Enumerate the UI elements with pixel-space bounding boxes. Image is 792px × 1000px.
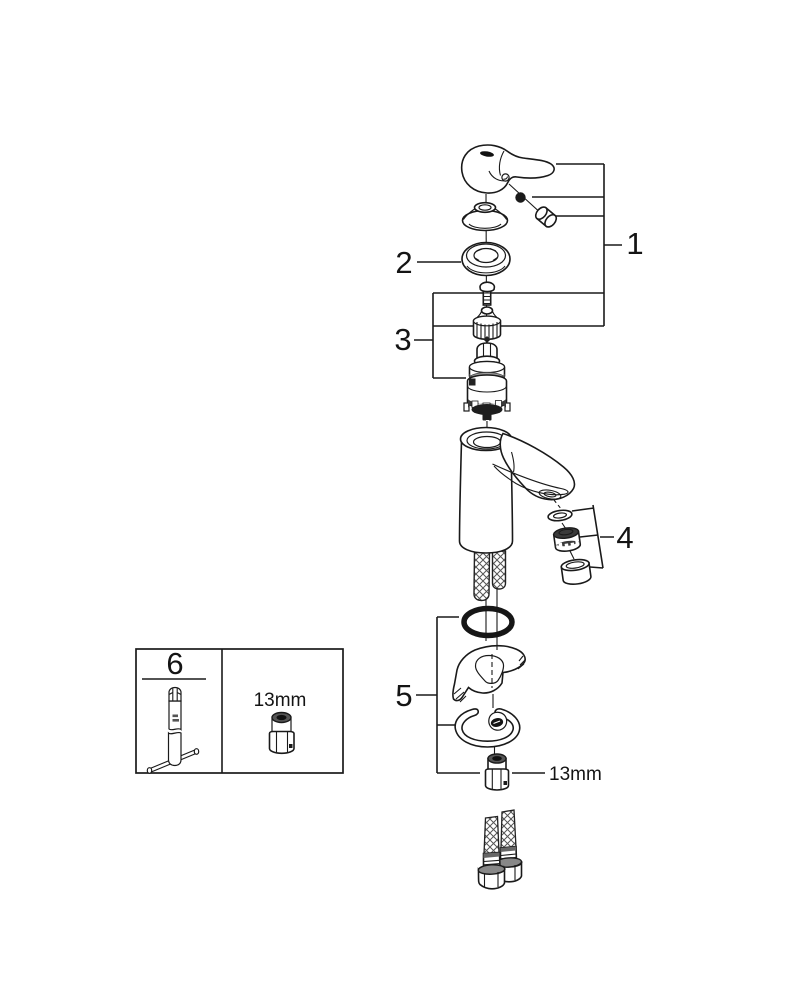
part-set-screw bbox=[515, 192, 526, 203]
part-retaining-ring bbox=[461, 241, 511, 277]
callout-1-label: 1 bbox=[626, 226, 643, 261]
part-cartridge bbox=[463, 335, 511, 421]
part-mounting-nut bbox=[484, 753, 510, 791]
callout-6-label: 6 bbox=[166, 646, 183, 681]
part-lever-handle bbox=[460, 144, 555, 194]
part-aerator-washer bbox=[547, 509, 573, 522]
part-socket-nut bbox=[268, 711, 295, 755]
part-faucet-body bbox=[458, 426, 576, 554]
part-hose-connector-left bbox=[477, 815, 506, 890]
callout-5-label: 5 bbox=[395, 678, 412, 713]
leader-bracket-1 bbox=[532, 163, 622, 326]
callout-2-label: 2 bbox=[395, 245, 412, 280]
part-supply-hoses bbox=[473, 550, 507, 602]
callout-3-label: 3 bbox=[394, 322, 411, 357]
part-o-ring bbox=[461, 605, 515, 639]
part-socket-tool bbox=[146, 686, 200, 774]
wrench-size-callout-label: 13mm bbox=[549, 764, 602, 785]
part-aerator-insert bbox=[552, 527, 582, 552]
wrench-size-box-label: 13mm bbox=[254, 690, 307, 711]
part-fixing-screw bbox=[479, 281, 496, 306]
leader-bracket-4 bbox=[571, 504, 614, 569]
leader-bracket-3 bbox=[414, 292, 604, 379]
callout-4-label: 4 bbox=[616, 520, 633, 555]
part-dome-cap bbox=[461, 201, 509, 232]
part-spline-adapter bbox=[472, 306, 502, 341]
handle-slot bbox=[480, 151, 494, 157]
part-stabilizer-wedge bbox=[452, 644, 526, 703]
part-horseshoe-washer bbox=[454, 708, 521, 748]
leader-bracket-5 bbox=[416, 616, 480, 774]
part-aerator-housing bbox=[560, 558, 592, 586]
part-handle-plug bbox=[534, 206, 558, 228]
